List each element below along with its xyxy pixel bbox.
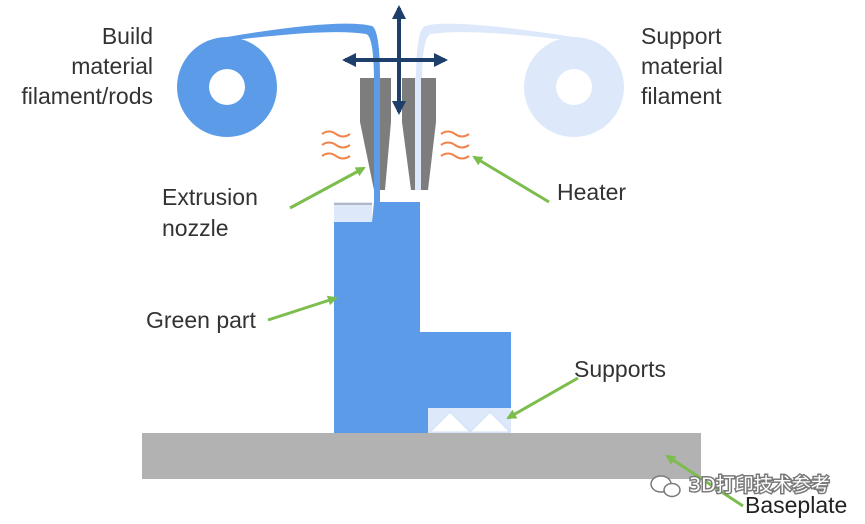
- extrusion-nozzle: [360, 78, 436, 222]
- green-part-pointer: [267, 295, 338, 322]
- support-label-line1: Support: [641, 23, 722, 49]
- baseplate: [142, 433, 701, 479]
- build-label-line3: filament/rods: [21, 83, 153, 109]
- heater-pointer: [472, 155, 550, 204]
- build-label-line1: Build: [102, 23, 153, 49]
- heat-wave-icon: [321, 130, 470, 160]
- motion-arrows-icon: [342, 5, 448, 115]
- extrusion-pointer: [289, 166, 366, 210]
- support-strip: [334, 202, 372, 222]
- watermark-text: 3D打印技术参考: [689, 474, 830, 496]
- baseplate-pointer: [665, 454, 744, 508]
- extrusion-label-line1: Extrusion: [162, 184, 258, 210]
- supports-label: Supports: [574, 356, 666, 382]
- heater-label: Heater: [557, 179, 626, 205]
- extrusion-label-line2: nozzle: [162, 215, 228, 241]
- baseplate-label: Baseplate: [745, 492, 847, 518]
- supports-pointer: [506, 376, 579, 420]
- build-material-spool: [177, 23, 380, 150]
- support-material-spool: [416, 23, 624, 150]
- support-strip-edge: [334, 203, 372, 205]
- green-part-label: Green part: [146, 307, 257, 333]
- pointer-arrows: [267, 155, 744, 508]
- build-label-line2: material: [71, 53, 153, 79]
- support-label-line3: filament: [641, 83, 722, 109]
- support-block: [428, 408, 512, 433]
- wechat-icon: [650, 475, 681, 498]
- support-label-line2: material: [641, 53, 723, 79]
- green-part: [334, 202, 511, 433]
